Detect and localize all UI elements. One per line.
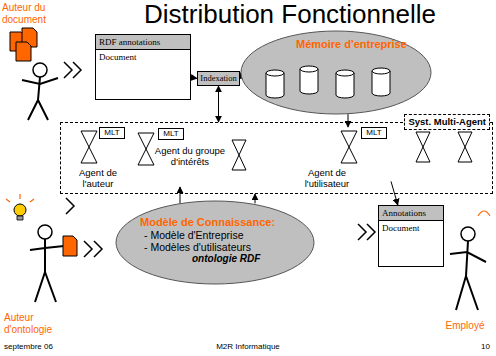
flow-arrow — [348, 114, 349, 127]
employee-figure — [450, 211, 490, 310]
mlt-box: MLT — [99, 127, 125, 139]
mlt-box: MLT — [158, 128, 184, 140]
document-header: RDF annotations — [96, 35, 190, 50]
ellipse-line: - Modèle d'Entreprise — [140, 229, 292, 241]
ellipse-heading: Mémoire d'entreprise — [296, 38, 396, 51]
ellipse-line: ontologie RDF — [140, 253, 292, 265]
document-body: Document — [96, 50, 190, 65]
knowledge-ellipse: Modèle de Connaissance:- Modèle d'Entrep… — [115, 200, 315, 285]
multi-agent-band: Syst. Multi-AgentAgent de l'auteurMLTAge… — [60, 122, 493, 194]
document-box: AnnotationsDocument — [378, 205, 444, 267]
text-block: Modèle de Connaissance:- Modèle d'Entrep… — [140, 216, 292, 265]
document-body: Document — [379, 221, 443, 236]
agent-label: Agent du groupe d'intérêts — [154, 145, 226, 167]
memory-ellipse: Mémoire d'entreprise — [240, 30, 432, 115]
page-number: 10 — [460, 342, 490, 352]
actor-name: Auteur du document — [2, 2, 74, 26]
mlt-label: MLT — [366, 128, 381, 138]
indexation-box: Indexation — [197, 71, 240, 86]
band-heading: Syst. Multi-Agent — [404, 114, 490, 130]
idle-agents — [232, 132, 472, 170]
mlt-box: MLT — [361, 127, 387, 139]
author-figure — [22, 63, 58, 120]
process-label: Indexation — [200, 72, 236, 85]
ellipse-heading: Modèle de Connaissance: — [140, 216, 292, 229]
ontology-author-figure — [6, 194, 77, 302]
agent-label: Agent de l'utilisateur — [291, 167, 363, 189]
footer-date: septembre 06 — [4, 342, 84, 352]
agent-label: Agent de l'auteur — [63, 167, 133, 189]
flow-arrow — [255, 194, 256, 203]
ellipse-line: - Modèles d'utilisateurs — [140, 241, 292, 253]
author-documents — [10, 28, 37, 61]
footer-course: M2R Informatique — [188, 342, 308, 352]
document-header: Annotations — [379, 206, 443, 221]
actor-name: Auteur d'ontologie — [4, 312, 84, 336]
agent: Agent de l'utilisateur MLT — [291, 127, 391, 191]
mlt-label: MLT — [163, 129, 178, 139]
actor-name: Employé — [436, 320, 494, 332]
flow-arrow — [180, 187, 181, 203]
slide-title: Distribution Fonctionnelle — [110, 0, 470, 30]
flow-arrow — [218, 86, 219, 122]
document-box: RDF annotationsDocument — [95, 34, 191, 100]
text-block: Mémoire d'entreprise — [296, 38, 396, 51]
agent: Agent du groupe d'intérêts MLT — [136, 127, 226, 187]
mlt-label: MLT — [104, 128, 119, 138]
agent: Agent de l'auteur MLT — [63, 127, 133, 191]
